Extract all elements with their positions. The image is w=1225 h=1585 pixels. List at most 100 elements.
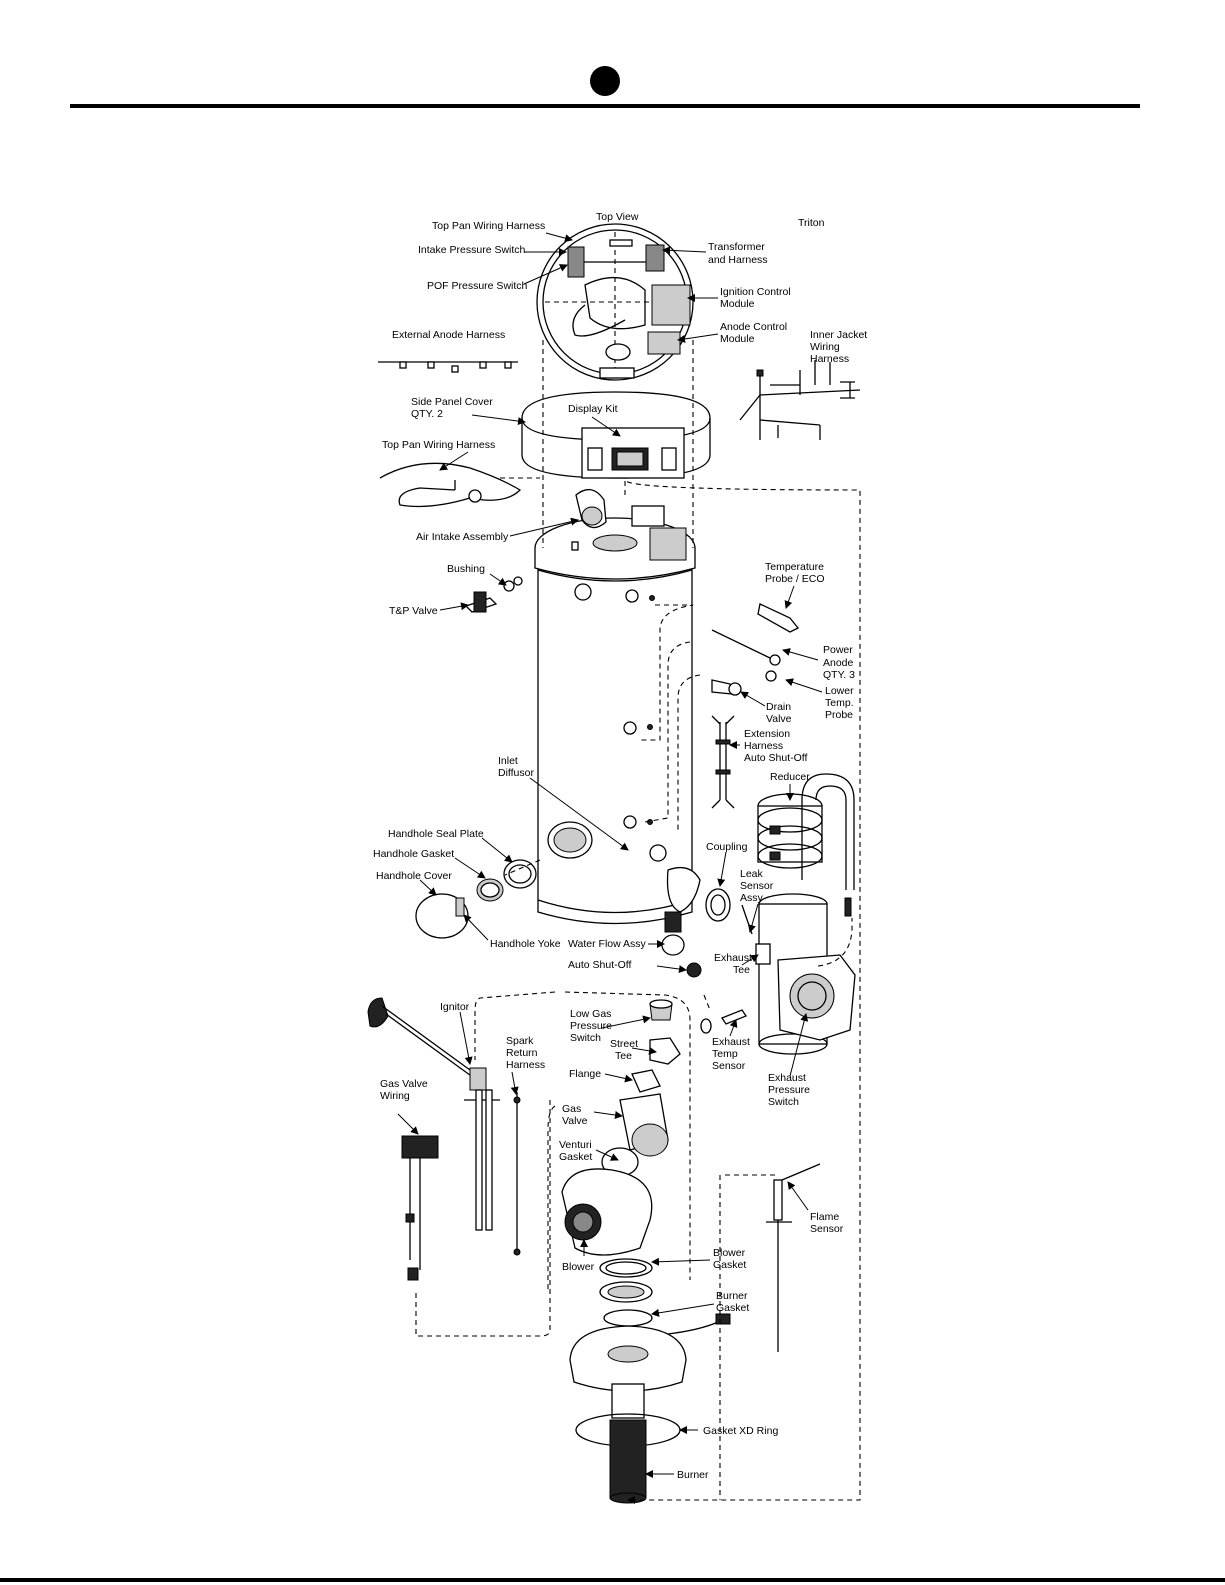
- label-model: Triton: [798, 217, 825, 229]
- water-heater-tank: [534, 517, 701, 925]
- gas-train-parts: [601, 999, 681, 1177]
- label-leak-sensor-3: Assy: [740, 892, 764, 904]
- handhole-parts: [415, 859, 537, 939]
- header-rule: [70, 104, 1140, 108]
- label-low-gas-2: Pressure: [570, 1020, 612, 1032]
- label-flame-sensor-1: Flame: [810, 1211, 839, 1223]
- label-inlet-diffusor-2: Diffusor: [498, 767, 534, 779]
- label-power-anode-1: Power: [823, 644, 853, 656]
- label-external-anode-harness: External Anode Harness: [392, 329, 505, 341]
- label-leak-sensor-1: Leak: [740, 868, 764, 880]
- label-water-flow-assy: Water Flow Assy: [568, 938, 647, 950]
- label-extension-harness-1: Extension: [744, 728, 790, 740]
- label-bushing: Bushing: [447, 563, 485, 575]
- label-top-pan-wiring-harness-2: Top Pan Wiring Harness: [382, 439, 495, 451]
- label-air-intake-assembly: Air Intake Assembly: [416, 531, 509, 543]
- label-inlet-diffusor-1: Inlet: [498, 755, 518, 767]
- label-flange: Flange: [569, 1068, 601, 1080]
- label-ignition-control-1: Ignition Control: [720, 286, 791, 298]
- label-transformer-1: Transformer: [708, 241, 765, 253]
- label-gasket-xd-ring: Gasket XD Ring: [703, 1425, 778, 1437]
- top-view-disk: [536, 223, 694, 381]
- label-burner-gasket-1: Burner: [716, 1290, 748, 1302]
- label-extension-harness-2: Harness: [744, 740, 783, 752]
- label-anode-control-2: Module: [720, 333, 755, 345]
- label-temperature-probe-2: Probe / ECO: [765, 573, 825, 585]
- reducer-part: [757, 773, 855, 917]
- label-lower-temp-1: Lower: [825, 685, 854, 697]
- label-gas-valve-1: Gas: [562, 1103, 581, 1115]
- label-coupling: Coupling: [706, 841, 748, 853]
- label-exhaust-temp-2: Temp: [712, 1048, 738, 1060]
- label-spark-return-1: Spark: [506, 1035, 534, 1047]
- label-top-view: Top View: [596, 211, 639, 223]
- label-drain-valve-2: Valve: [766, 713, 792, 725]
- header-bullet: [590, 66, 620, 96]
- label-gas-valve-wiring-2: Wiring: [380, 1090, 410, 1102]
- label-inner-jacket-1: Inner Jacket: [810, 329, 867, 341]
- label-street-tee-2: Tee: [615, 1050, 632, 1062]
- label-power-anode-3: QTY. 3: [823, 669, 855, 681]
- label-lower-temp-2: Temp.: [825, 697, 854, 709]
- label-exhaust-pressure-2: Pressure: [768, 1084, 810, 1096]
- label-ignition-control-2: Module: [720, 298, 755, 310]
- label-leak-sensor-2: Sensor: [740, 880, 774, 892]
- tp-valve-part: [464, 576, 523, 613]
- water-flow-parts: [661, 888, 753, 1034]
- label-spark-return-3: Harness: [506, 1059, 545, 1071]
- label-handhole-gasket: Handhole Gasket: [373, 848, 454, 860]
- label-handhole-cover: Handhole Cover: [376, 870, 452, 882]
- label-gas-valve-2: Valve: [562, 1115, 588, 1127]
- burner-assembly-part: [569, 1313, 731, 1504]
- assembly-path-lines: [415, 340, 861, 1504]
- label-gas-valve-wiring-1: Gas Valve: [380, 1078, 428, 1090]
- label-exhaust-temp-1: Exhaust: [712, 1036, 750, 1048]
- part-labels: Top View Triton Top Pan Wiring Harness I…: [373, 211, 867, 1481]
- label-anode-control-1: Anode Control: [720, 321, 787, 333]
- label-exhaust-pressure-3: Switch: [768, 1096, 799, 1108]
- label-pof-pressure-switch: POF Pressure Switch: [427, 280, 528, 292]
- label-temperature-probe-1: Temperature: [765, 561, 824, 573]
- label-side-panel-cover-2: QTY. 2: [411, 408, 443, 420]
- label-extension-harness-3: Auto Shut-Off: [744, 752, 808, 764]
- label-flame-sensor-2: Sensor: [810, 1223, 844, 1235]
- label-inner-jacket-2: Wiring: [810, 341, 840, 353]
- label-exhaust-tee-1: Exhaust: [714, 952, 752, 964]
- air-intake-assembly-part: [575, 488, 687, 561]
- flame-sensor-part: [766, 1163, 821, 1352]
- extension-harness-part: [711, 715, 735, 809]
- label-power-anode-2: Anode: [823, 657, 854, 669]
- label-burner: Burner: [677, 1469, 709, 1481]
- label-exhaust-tee-2: Tee: [733, 964, 750, 976]
- label-drain-valve-1: Drain: [766, 701, 791, 713]
- label-blower-gasket-1: Blower: [713, 1247, 746, 1259]
- footer-rule: [0, 1578, 1225, 1582]
- blower-part: [561, 1168, 653, 1327]
- inner-jacket-wiring-harness-part: [739, 360, 861, 440]
- label-blower: Blower: [562, 1261, 595, 1273]
- external-anode-harness-part: [378, 361, 518, 373]
- label-top-pan-wiring-harness: Top Pan Wiring Harness: [432, 220, 545, 232]
- label-venturi-gasket-1: Venturi: [559, 1139, 592, 1151]
- label-burner-gasket-2: Gasket: [716, 1302, 749, 1314]
- label-street-tee-1: Street: [610, 1038, 638, 1050]
- label-exhaust-pressure-1: Exhaust: [768, 1072, 806, 1084]
- ignitor-part: [367, 997, 521, 1256]
- gas-valve-wiring-part: [401, 1135, 439, 1281]
- top-pan-wiring-harness-part: [379, 462, 522, 508]
- label-handhole-seal-plate: Handhole Seal Plate: [388, 828, 484, 840]
- label-display-kit: Display Kit: [568, 403, 618, 415]
- label-handhole-yoke: Handhole Yoke: [490, 938, 561, 950]
- label-venturi-gasket-2: Gasket: [559, 1151, 592, 1163]
- label-inner-jacket-3: Harness: [810, 353, 849, 365]
- label-side-panel-cover-1: Side Panel Cover: [411, 396, 493, 408]
- label-blower-gasket-2: Gasket: [713, 1259, 746, 1271]
- label-low-gas-1: Low Gas: [570, 1008, 611, 1020]
- label-reducer: Reducer: [770, 771, 810, 783]
- label-tp-valve: T&P Valve: [389, 605, 438, 617]
- label-intake-pressure-switch: Intake Pressure Switch: [418, 244, 526, 256]
- label-exhaust-temp-3: Sensor: [712, 1060, 746, 1072]
- right-probes-parts: [711, 603, 800, 696]
